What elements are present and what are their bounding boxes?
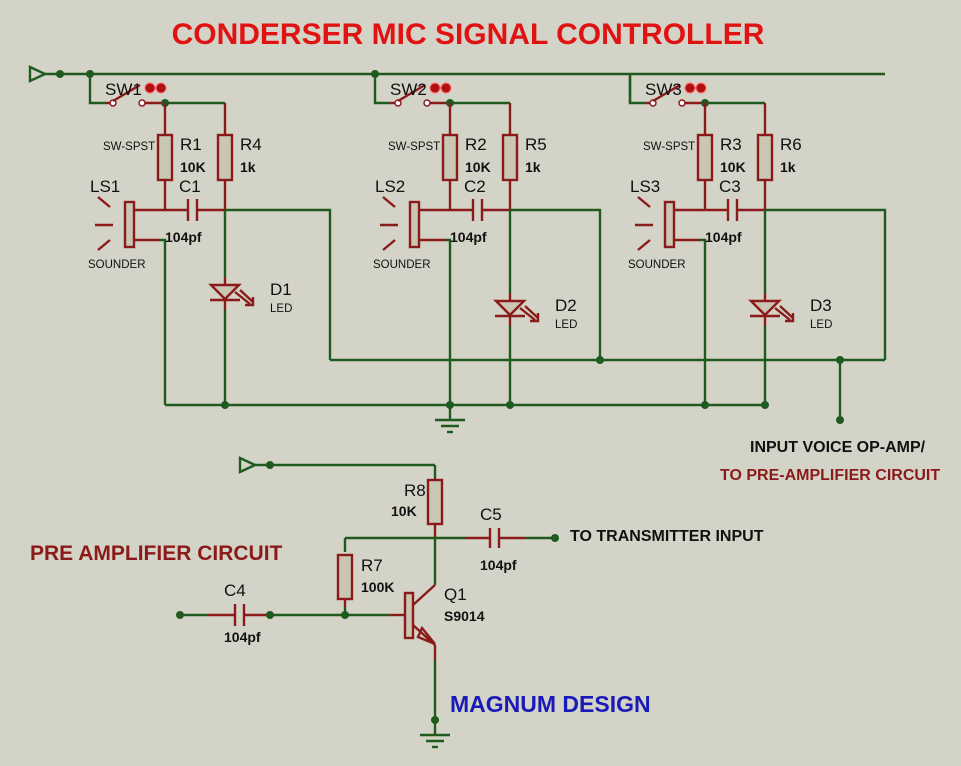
transmitter-label: TO TRANSMITTER INPUT — [570, 528, 764, 545]
microphone-ls1 — [95, 196, 165, 251]
capacitor-c5 — [465, 528, 525, 548]
resistor-r-led — [216, 103, 234, 210]
r-led-value: 1k — [780, 159, 796, 175]
junction — [56, 70, 64, 78]
led-type: LED — [810, 319, 832, 331]
switch-ref: SW1 — [105, 80, 142, 99]
mic-type: SOUNDER — [628, 259, 686, 271]
r-bias-value: 10K — [720, 159, 746, 175]
switch-indicator-icon — [144, 82, 156, 94]
transistor-q1 — [390, 584, 437, 660]
r-bias-value: 10K — [180, 159, 206, 175]
ground-icon — [420, 733, 450, 749]
resistor-r-bias — [696, 103, 714, 210]
resistor-r-bias — [441, 103, 459, 210]
led-d2 — [493, 293, 540, 326]
cap-value: 104pf — [165, 229, 202, 245]
led-type: LED — [270, 303, 292, 315]
r-led-ref: R5 — [525, 135, 547, 154]
c5-ref: C5 — [480, 505, 502, 524]
r-bias-ref: R3 — [720, 135, 742, 154]
switch-indicator-icon — [695, 82, 707, 94]
capacitor-c3 — [705, 199, 765, 221]
junction — [431, 716, 439, 724]
switch-indicator-icon — [684, 82, 696, 94]
cap-value: 104pf — [705, 229, 742, 245]
switch-indicator-icon — [155, 82, 167, 94]
capacitor-c2 — [450, 199, 510, 221]
ground-icon — [435, 405, 465, 434]
junction — [596, 356, 604, 364]
transmitter-output-terminal[interactable] — [551, 534, 559, 542]
led-d3 — [748, 293, 795, 326]
q1-value: S9014 — [444, 608, 485, 624]
mic-ref: LS3 — [630, 177, 660, 196]
switch-type: SW-SPST — [643, 141, 695, 153]
microphone-ls2 — [380, 196, 450, 251]
cap-ref: C1 — [179, 177, 201, 196]
switch-sw1[interactable] — [105, 82, 167, 107]
r-led-ref: R6 — [780, 135, 802, 154]
resistor-r-bias — [156, 103, 174, 210]
r8-ref: R8 — [404, 481, 426, 500]
r8-value: 10K — [391, 503, 417, 519]
capacitor-c1 — [165, 199, 225, 221]
c4-ref: C4 — [224, 581, 246, 600]
r-led-value: 1k — [525, 159, 541, 175]
switch-type: SW-SPST — [388, 141, 440, 153]
junction — [266, 611, 274, 619]
signal-output-terminal[interactable] — [836, 416, 844, 424]
r-bias-ref: R2 — [465, 135, 487, 154]
r-led-ref: R4 — [240, 135, 262, 154]
led-type: LED — [555, 319, 577, 331]
led-d1 — [208, 277, 255, 310]
resistor-r7 — [336, 553, 354, 607]
c4-value: 104pf — [224, 629, 261, 645]
microphone-ls3 — [635, 196, 705, 251]
r-bias-ref: R1 — [180, 135, 202, 154]
capacitor-c4 — [208, 604, 268, 626]
resistor-r8 — [426, 478, 444, 538]
mic-type: SOUNDER — [373, 259, 431, 271]
cap-ref: C2 — [464, 177, 486, 196]
cap-ref: C3 — [719, 177, 741, 196]
output-note-line1: INPUT VOICE OP-AMP/ — [750, 439, 926, 456]
cap-value: 104pf — [450, 229, 487, 245]
led-ref: D2 — [555, 296, 577, 315]
mic-ref: LS2 — [375, 177, 405, 196]
junction — [266, 461, 274, 469]
mic-type: SOUNDER — [88, 259, 146, 271]
c5-value: 104pf — [480, 557, 517, 573]
switch-indicator-icon — [429, 82, 441, 94]
resistor-r-led — [756, 103, 774, 210]
preamp-section-title: PRE AMPLIFIER CIRCUIT — [30, 542, 283, 565]
r-bias-value: 10K — [465, 159, 491, 175]
output-note-line2: TO PRE-AMPLIFIER CIRCUIT — [720, 467, 940, 484]
power-terminal-top[interactable] — [28, 65, 885, 83]
resistor-r-led — [501, 103, 519, 210]
power-terminal-preamp[interactable] — [238, 456, 435, 474]
mic-ref: LS1 — [90, 177, 120, 196]
switch-sw3[interactable] — [645, 82, 707, 107]
switch-ref: SW2 — [390, 80, 427, 99]
r7-value: 100K — [361, 579, 394, 595]
brand-label: MAGNUM DESIGN — [450, 691, 651, 717]
switch-type: SW-SPST — [103, 141, 155, 153]
led-ref: D3 — [810, 296, 832, 315]
r7-ref: R7 — [361, 556, 383, 575]
junction — [341, 611, 349, 619]
switch-indicator-icon — [440, 82, 452, 94]
q1-ref: Q1 — [444, 585, 467, 604]
schematic-title: CONDERSER MIC SIGNAL CONTROLLER — [172, 18, 765, 51]
led-ref: D1 — [270, 280, 292, 299]
switch-ref: SW3 — [645, 80, 682, 99]
r-led-value: 1k — [240, 159, 256, 175]
